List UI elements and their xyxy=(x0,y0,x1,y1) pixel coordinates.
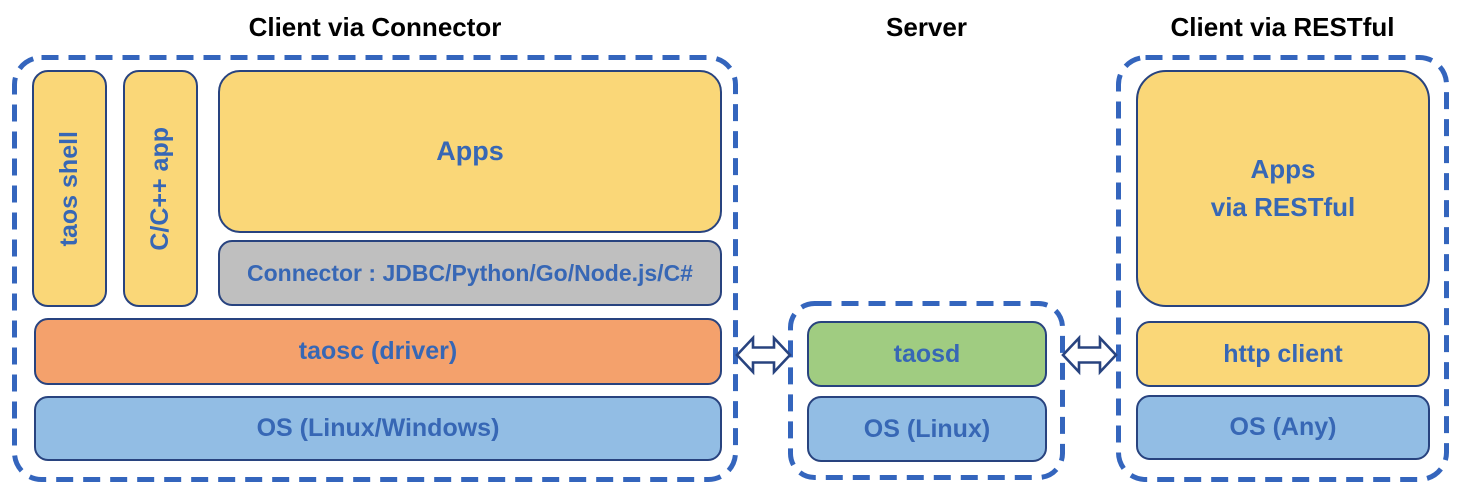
section-title-client-connector: Client via Connector xyxy=(248,12,502,42)
cpp-app-label: C/C++ app xyxy=(146,126,174,251)
double-arrow-icon xyxy=(735,334,792,376)
double-arrow-icon xyxy=(1061,334,1118,376)
apps-via-restful-box: Apps via RESTful xyxy=(1136,70,1430,307)
http-client-box: http client xyxy=(1136,321,1430,387)
section-title-client-restful: Client via RESTful xyxy=(1170,12,1395,42)
taos-shell-box: taos shell xyxy=(32,70,107,307)
taosc-driver-box: taosc (driver) xyxy=(34,318,722,385)
os-linux-windows-box: OS (Linux/Windows) xyxy=(34,396,722,461)
cpp-app-box: C/C++ app xyxy=(123,70,198,307)
os-any-box: OS (Any) xyxy=(1136,395,1430,460)
connector-box: Connector : JDBC/Python/Go/Node.js/C# xyxy=(218,240,722,306)
section-title-server: Server xyxy=(886,12,967,42)
apps-box: Apps xyxy=(218,70,722,233)
os-linux-box: OS (Linux) xyxy=(807,396,1047,462)
taos-shell-label: taos shell xyxy=(55,130,83,247)
taosd-box: taosd xyxy=(807,321,1047,387)
